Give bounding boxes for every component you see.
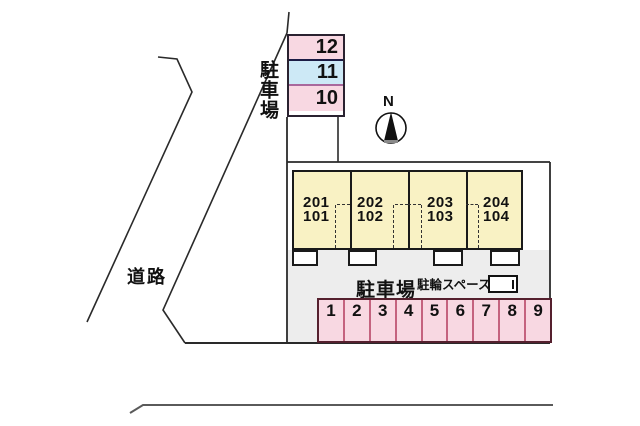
- parking-space-number: 11: [316, 61, 338, 83]
- parking-space-10: 10: [289, 86, 343, 111]
- lower-parking-label: 駐車場: [356, 280, 417, 301]
- dashed-line: [408, 204, 421, 205]
- dashed-line: [421, 205, 422, 248]
- unit-202-102: 202 102: [357, 194, 384, 225]
- parking-space-6: 6: [448, 300, 475, 341]
- parking-space-8: 8: [500, 300, 527, 341]
- boundary-tick: [286, 11, 290, 34]
- unit-upper-number: 204: [483, 194, 510, 211]
- entrance-porch: [292, 250, 318, 266]
- north-label: N: [383, 93, 394, 110]
- upper-parking-label: 駐車場: [257, 60, 278, 120]
- dashed-line: [335, 205, 336, 248]
- parking-space-4: 4: [396, 300, 423, 341]
- unit-upper-number: 201: [303, 194, 330, 211]
- parking-space-11: 11: [289, 61, 343, 86]
- bicycle-box-tick: [512, 280, 514, 289]
- parking-space-9: 9: [526, 300, 551, 341]
- parking-space-12: 12: [289, 36, 343, 61]
- bicycle-space-label: 駐輪スペース: [417, 278, 491, 292]
- entrance-porch: [348, 250, 377, 266]
- unit-upper-number: 202: [357, 194, 384, 211]
- unit-203-103: 203 103: [427, 194, 454, 225]
- bicycle-space-box: [488, 275, 518, 293]
- dashed-line: [466, 204, 478, 205]
- unit-upper-number: 203: [427, 194, 454, 211]
- unit-lower-number: 102: [357, 208, 384, 225]
- unit-lower-number: 104: [483, 208, 510, 225]
- parking-space-number: 10: [315, 87, 338, 109]
- parking-space-5: 5: [422, 300, 449, 341]
- road-label: 道路: [127, 267, 167, 287]
- entrance-porch: [433, 250, 463, 266]
- parking-space-2: 2: [344, 300, 371, 341]
- compass-icon: [375, 112, 407, 144]
- dashed-line: [337, 204, 350, 205]
- entrance-porch: [490, 250, 520, 266]
- unit-201-101: 201 101: [303, 194, 330, 225]
- parking-space-1: 1: [319, 300, 345, 341]
- parking-space-number: 12: [315, 36, 338, 58]
- parking-space-7: 7: [474, 300, 501, 341]
- unit-204-104: 204 104: [483, 194, 510, 225]
- road-left-edge: [86, 56, 193, 323]
- unit-divider: [466, 170, 468, 250]
- dashed-line: [393, 205, 394, 248]
- upper-parking-block: 12 11 10: [287, 34, 345, 117]
- dashed-line: [478, 205, 479, 248]
- building-outline: [292, 170, 523, 250]
- road-right-edge: [162, 32, 288, 344]
- unit-lower-number: 101: [303, 208, 330, 225]
- unit-lower-number: 103: [427, 208, 454, 225]
- dashed-line: [395, 204, 408, 205]
- lower-parking-row: 1 2 3 4 5 6 7 8 9: [317, 298, 552, 343]
- bottom-street-line: [129, 404, 553, 414]
- unit-divider: [350, 170, 352, 250]
- unit-divider: [408, 170, 410, 250]
- parking-space-3: 3: [370, 300, 397, 341]
